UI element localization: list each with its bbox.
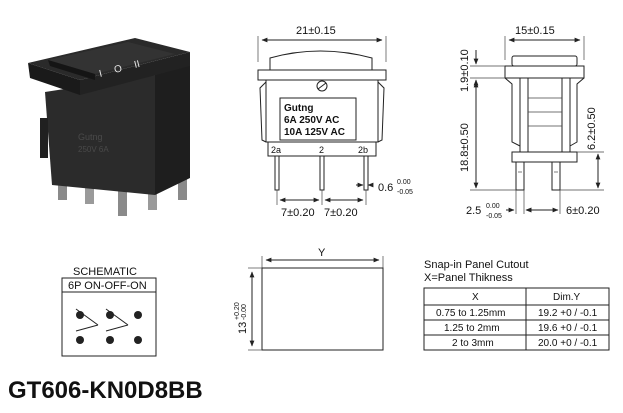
side-width-dim: 15±0.15	[515, 25, 555, 37]
rocker-mark-on2: II	[133, 59, 141, 71]
side-view	[470, 36, 604, 214]
pitch-left-dim: 7±0.20	[281, 207, 315, 219]
side-pin-spacing-dim: 6±0.20	[566, 205, 600, 217]
table-header-dim-y: Dim.Y	[553, 292, 581, 303]
label-rating-125: 10A 125V AC	[284, 127, 345, 138]
cutout-height-tol-upper: +0.20	[234, 302, 241, 320]
rocker-mark-on1: I	[98, 69, 103, 80]
photo-body-brand: Gutng	[78, 132, 103, 142]
schematic-title: SCHEMATIC	[73, 266, 137, 278]
table-row-3-x: 2 to 3mm	[452, 338, 494, 349]
label-rating-250: 6A 250V AC	[284, 115, 339, 126]
cutout-view	[248, 256, 384, 351]
cutout-width-label: Y	[318, 247, 326, 259]
table-row-2-y: 19.6 +0 / -0.1	[538, 323, 598, 334]
pin-label-2b: 2b	[358, 145, 368, 155]
table-header-x: X	[472, 292, 479, 303]
front-width-dim: 21±0.15	[296, 25, 336, 37]
cutout-table-subtitle: X=Panel Thikness	[424, 272, 513, 284]
pin-label-2: 2	[319, 145, 324, 155]
part-number: GT606-KN0D8BB	[8, 377, 203, 404]
cutout-table	[423, 287, 610, 351]
front-view	[257, 36, 387, 205]
pitch-right-dim: 7±0.20	[324, 207, 358, 219]
pin-thickness-tol-lower: -0.05	[397, 189, 413, 196]
switch-photo: Gutng 250V 6A	[28, 38, 190, 216]
cutout-table-title: Snap-in Panel Cutout	[424, 259, 529, 271]
side-body-dim: 18.8±0.50	[459, 123, 471, 172]
side-top-dim: 1.9±0.10	[459, 49, 471, 92]
table-row-1-y: 19.2 +0 / -0.1	[538, 308, 598, 319]
side-pin-width-tol-lower: -0.05	[486, 213, 502, 220]
cutout-height-dim: 13	[237, 322, 249, 334]
rocker-mark-off: O	[113, 63, 123, 76]
schematic-type: 6P ON-OFF-ON	[68, 280, 147, 292]
table-row-1-x: 0.75 to 1.25mm	[436, 308, 505, 319]
table-row-3-y: 20.0 +0 / -0.1	[538, 338, 598, 349]
pin-thickness-dim: 0.6	[378, 182, 393, 194]
schematic-box	[61, 277, 157, 357]
side-pin-width-dim: 2.5	[466, 205, 481, 217]
table-row-2-x: 1.25 to 2mm	[444, 323, 500, 334]
cutout-height-tol-lower: -0.00	[241, 304, 248, 320]
side-terminal-dim: 6.2±0.50	[586, 107, 598, 150]
label-brand: Gutng	[284, 103, 313, 114]
side-pin-width-tol-upper: 0.00	[486, 203, 500, 210]
pin-thickness-tol-upper: 0.00	[397, 179, 411, 186]
pin-label-2a: 2a	[271, 145, 281, 155]
photo-body-rating: 250V 6A	[78, 145, 109, 154]
